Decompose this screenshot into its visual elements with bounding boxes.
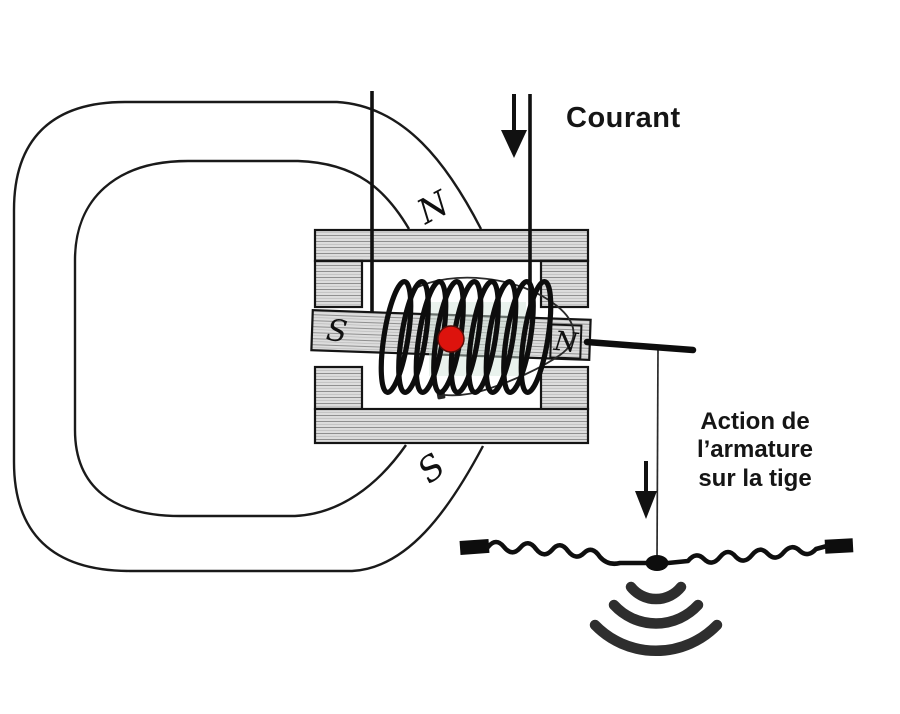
action-label-line2: l’armature xyxy=(697,436,813,463)
magnetic-loop-inner xyxy=(73,159,411,518)
action-label-line3: sur la tige xyxy=(698,465,811,492)
coil-turn xyxy=(501,279,536,395)
core-lower-right-block xyxy=(539,365,590,411)
armature-link-rod xyxy=(583,338,697,354)
core-top-bar xyxy=(313,228,590,263)
magnetic-loop-outer xyxy=(12,100,485,573)
courant-arrow-head xyxy=(501,130,527,158)
pull-line xyxy=(656,348,659,562)
coil-turn xyxy=(518,279,554,395)
string-right-anchor xyxy=(824,538,854,554)
core-bottom-bar xyxy=(313,407,590,445)
coil-turn xyxy=(466,279,501,395)
string-wave xyxy=(485,539,830,567)
courant-label: Courant xyxy=(566,102,681,134)
core-lower-left-block xyxy=(313,365,364,411)
coil-turn xyxy=(378,279,414,395)
core-upper-left-block xyxy=(313,259,364,309)
action-label-line1: Action de xyxy=(700,408,809,435)
sound-waves xyxy=(589,581,723,657)
red-current-dot xyxy=(437,325,465,353)
pole-label-n-top: N xyxy=(410,183,457,233)
sound-wave-arc-medium xyxy=(608,599,704,629)
pole-label-s-bottom: S xyxy=(410,446,453,492)
string-center-dot xyxy=(645,555,669,571)
coil-turn xyxy=(396,279,431,395)
string-left-anchor xyxy=(459,538,490,555)
sound-wave-arc-small xyxy=(625,581,687,605)
coil-turn xyxy=(483,279,519,395)
action-arrow-head xyxy=(635,491,657,519)
armature-label-n: N xyxy=(552,326,581,360)
sound-wave-arc-large xyxy=(589,619,723,657)
armature-label-s: S xyxy=(324,313,349,351)
